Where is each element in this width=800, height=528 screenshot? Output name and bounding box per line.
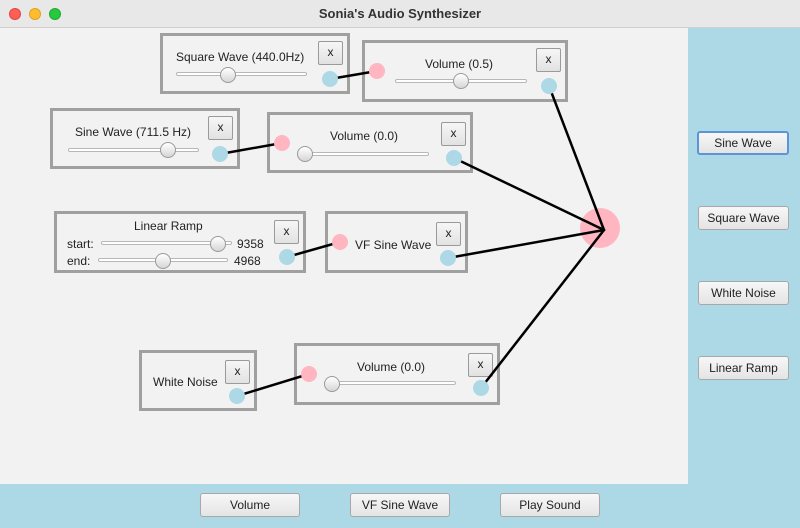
volume-2-slider-thumb[interactable] <box>297 146 313 162</box>
volume-1-slider-thumb[interactable] <box>453 73 469 89</box>
volume-3-slider-thumb[interactable] <box>324 376 340 392</box>
volume-3-close-button[interactable]: x <box>468 353 493 377</box>
speaker-output-node[interactable] <box>580 208 620 248</box>
vf-sine-wave-label: VF Sine Wave <box>355 238 432 252</box>
close-window-button[interactable] <box>9 8 21 20</box>
square-wave-frequency-slider[interactable] <box>176 72 307 76</box>
add-volume-button[interactable]: Volume <box>200 493 300 517</box>
square-wave-label: Square Wave (440.0Hz) <box>176 50 305 64</box>
ramp-start-value: 9358 <box>237 237 264 251</box>
volume-2-output-port[interactable] <box>446 150 462 166</box>
ramp-start-label: start: <box>67 237 94 251</box>
square-wave-output-port[interactable] <box>322 71 338 87</box>
ramp-start-slider-thumb[interactable] <box>210 236 227 252</box>
linear-ramp-close-button[interactable]: x <box>274 220 299 244</box>
white-noise-close-button[interactable]: x <box>225 360 250 384</box>
volume-2-slider[interactable] <box>297 152 429 156</box>
add-square-wave-button[interactable]: Square Wave <box>698 206 789 230</box>
volume-1-output-port[interactable] <box>541 78 557 94</box>
title-bar: Sonia's Audio Synthesizer <box>0 0 800 28</box>
vf-sine-wave-output-port[interactable] <box>440 250 456 266</box>
square-wave-slider-thumb[interactable] <box>219 67 236 83</box>
volume-2-label: Volume (0.0) <box>330 129 399 143</box>
volume-2-close-button[interactable]: x <box>441 122 466 146</box>
volume-2-input-port[interactable] <box>274 135 290 151</box>
volume-module-2[interactable]: Volume (0.0) x <box>267 112 473 173</box>
add-white-noise-button[interactable]: White Noise <box>698 281 789 305</box>
ramp-end-label: end: <box>67 254 91 268</box>
window-title: Sonia's Audio Synthesizer <box>318 6 482 21</box>
volume-3-label: Volume (0.0) <box>357 360 426 374</box>
sine-wave-close-button[interactable]: x <box>208 116 233 140</box>
add-sine-wave-button[interactable]: Sine Wave <box>697 131 789 155</box>
add-linear-ramp-button[interactable]: Linear Ramp <box>698 356 789 380</box>
sine-wave-slider-thumb[interactable] <box>160 142 176 158</box>
ramp-end-value: 4968 <box>234 254 261 268</box>
linear-ramp-module[interactable]: Linear Ramp x start: 9358 end: 4968 <box>54 211 306 273</box>
ramp-start-slider[interactable] <box>101 241 232 245</box>
volume-module-3[interactable]: Volume (0.0) x <box>294 343 500 405</box>
square-wave-module[interactable]: Square Wave (440.0Hz) x <box>160 33 350 94</box>
volume-module-1[interactable]: Volume (0.5) x <box>362 40 568 102</box>
vf-sine-wave-close-button[interactable]: x <box>436 222 461 246</box>
linear-ramp-label: Linear Ramp <box>134 219 203 233</box>
square-wave-close-button[interactable]: x <box>318 41 343 65</box>
maximize-window-button[interactable] <box>49 8 61 20</box>
volume-1-input-port[interactable] <box>369 63 385 79</box>
sine-wave-module[interactable]: Sine Wave (711.5 Hz) x <box>50 108 240 169</box>
white-noise-output-port[interactable] <box>229 388 245 404</box>
bottom-toolbar: Volume VF Sine Wave Play Sound <box>0 484 800 528</box>
volume-1-label: Volume (0.5) <box>425 57 494 71</box>
white-noise-label: White Noise <box>153 375 218 389</box>
sine-wave-label: Sine Wave (711.5 Hz) <box>75 125 192 139</box>
volume-3-input-port[interactable] <box>301 366 317 382</box>
linear-ramp-output-port[interactable] <box>279 249 295 265</box>
volume-3-output-port[interactable] <box>473 380 489 396</box>
sine-wave-output-port[interactable] <box>212 146 228 162</box>
volume-3-slider[interactable] <box>324 381 456 385</box>
play-sound-button[interactable]: Play Sound <box>500 493 600 517</box>
volume-1-close-button[interactable]: x <box>536 48 561 72</box>
add-vf-sine-wave-button[interactable]: VF Sine Wave <box>350 493 450 517</box>
vf-sine-wave-input-port[interactable] <box>332 234 348 250</box>
ramp-end-slider-thumb[interactable] <box>155 253 171 269</box>
minimize-window-button[interactable] <box>29 8 41 20</box>
module-palette-sidebar: Sine Wave Square Wave White Noise Linear… <box>688 28 800 484</box>
sine-wave-frequency-slider[interactable] <box>68 148 199 152</box>
